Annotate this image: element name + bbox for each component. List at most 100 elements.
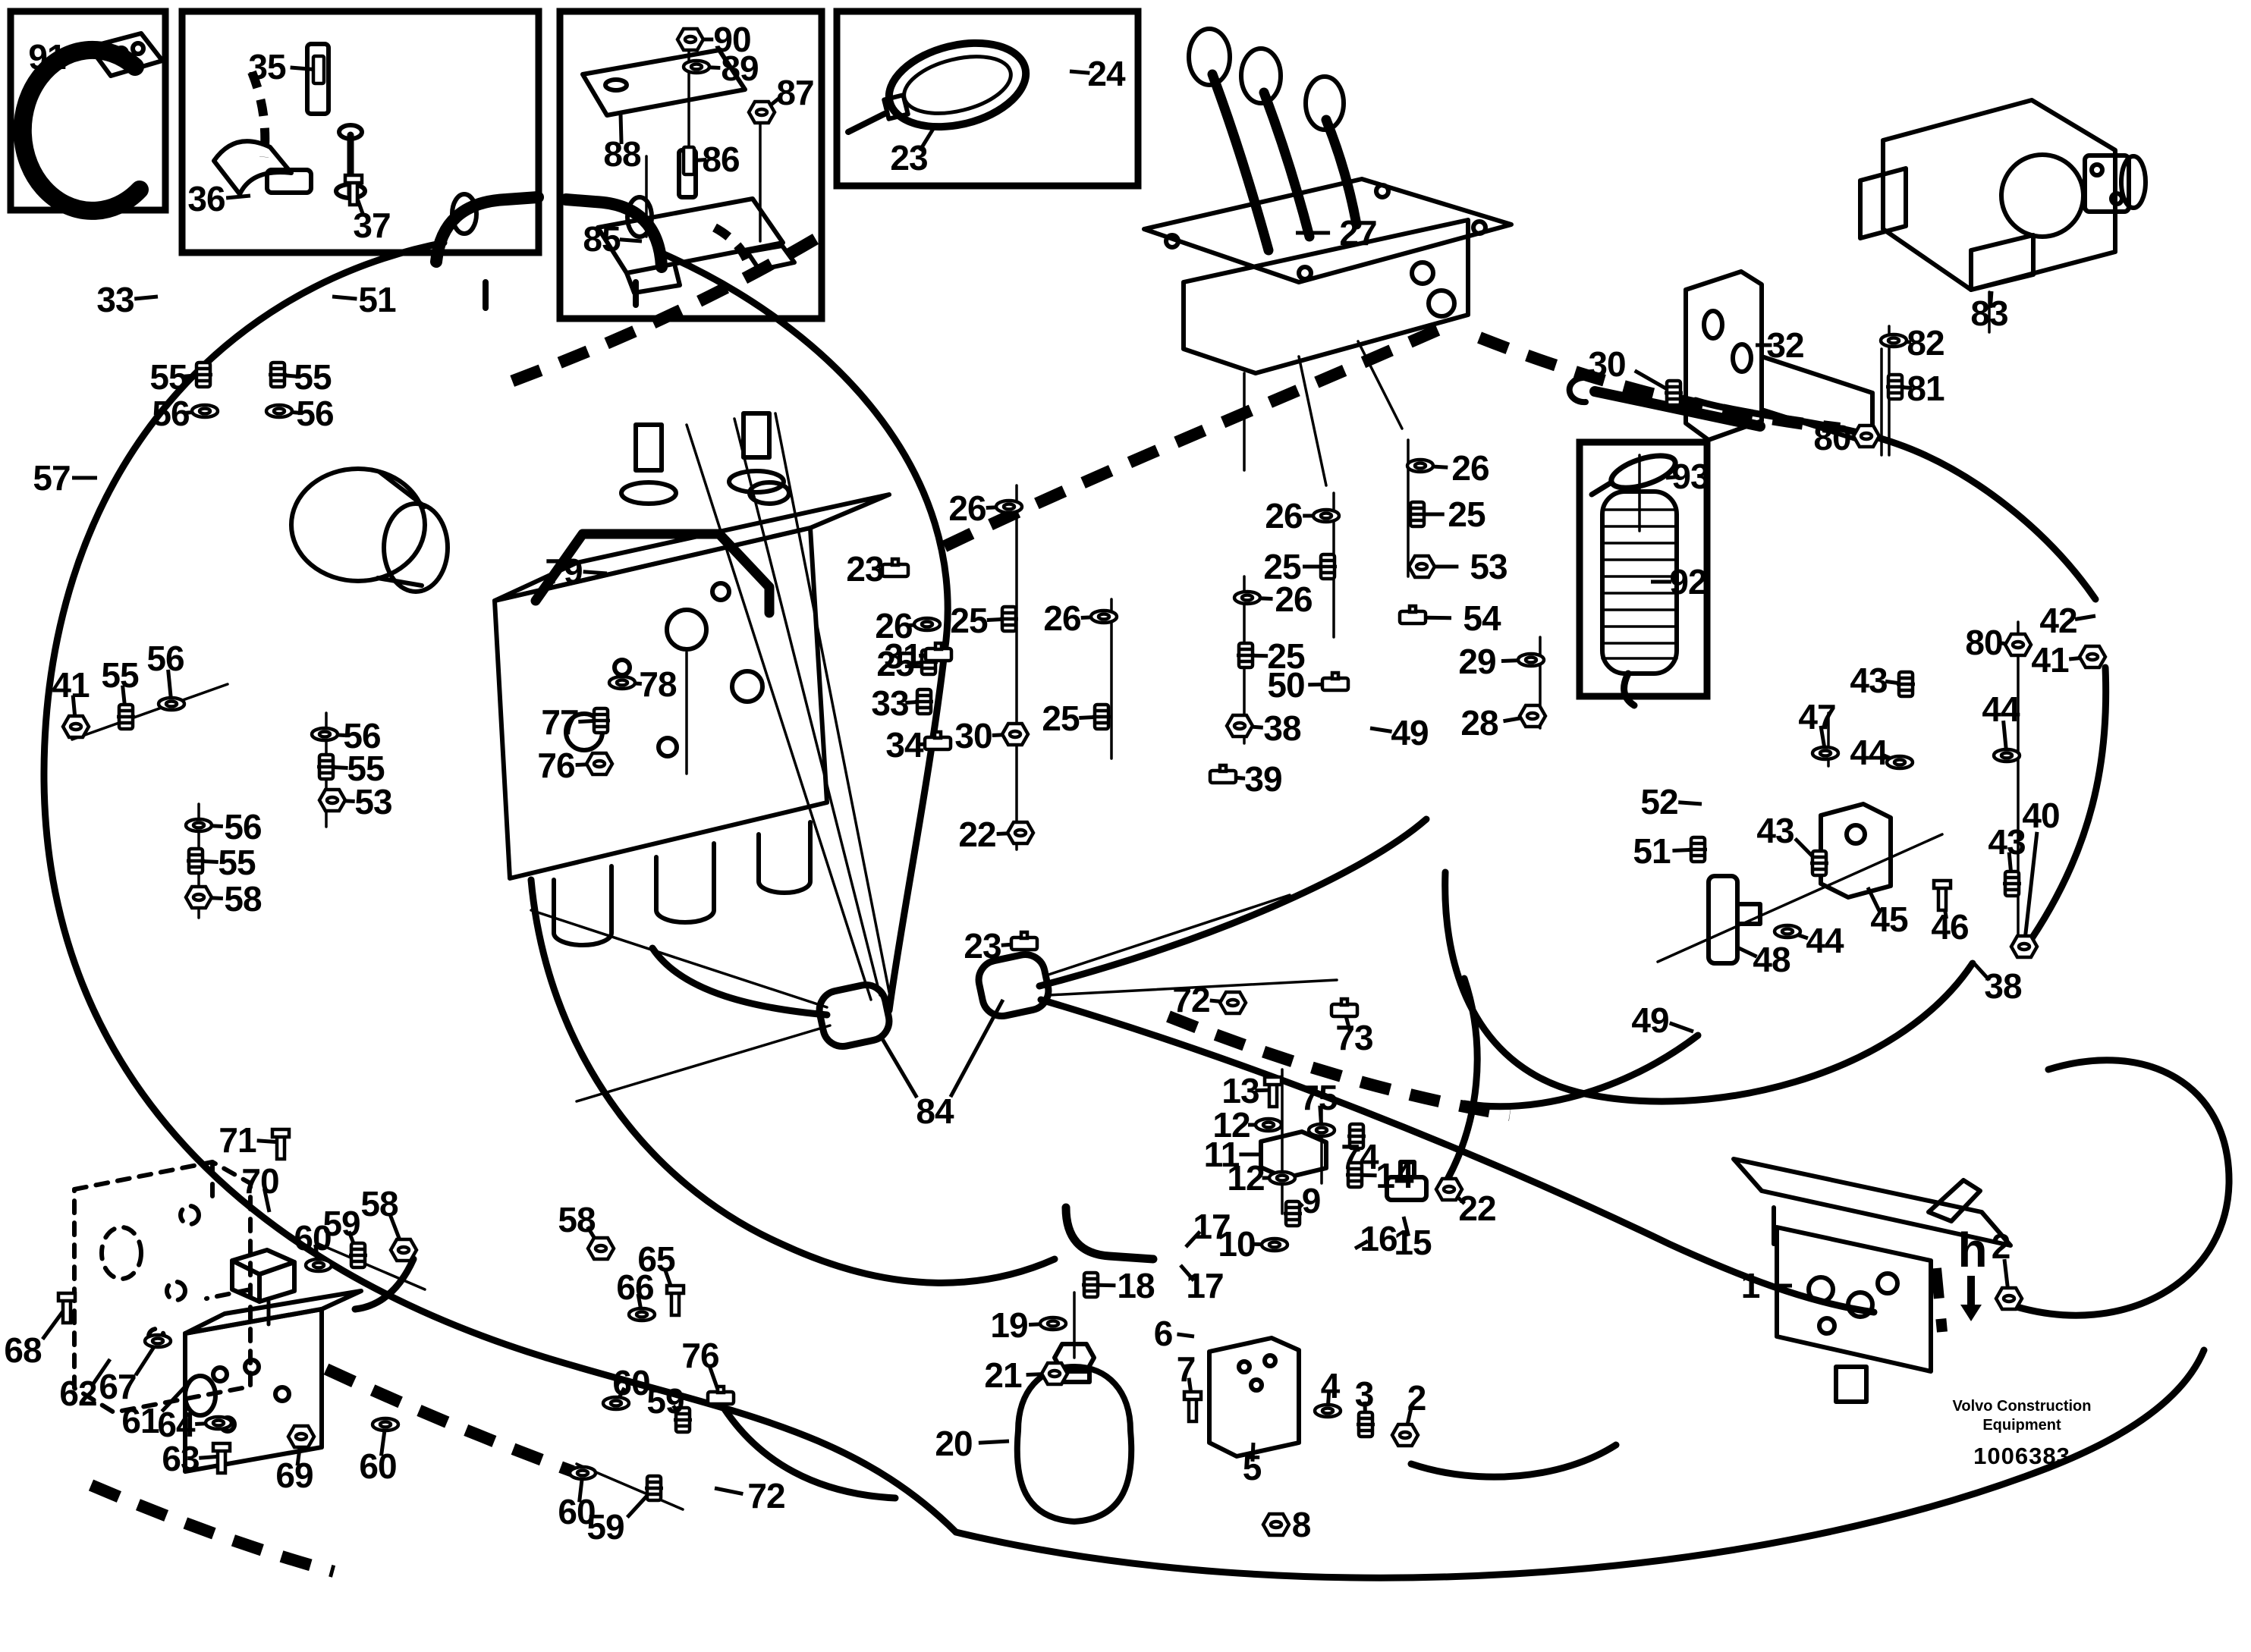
part-glyph-w: [1091, 611, 1117, 623]
part-glyph-w: [145, 1335, 171, 1347]
callout-13: 13: [1221, 1071, 1259, 1110]
leader-line: [714, 1486, 744, 1496]
callout-56: 56: [146, 639, 184, 678]
callout-32: 32: [1766, 325, 1803, 365]
brand-text-line1: Volvo Construction: [1952, 1398, 2092, 1415]
pipe-79-drawing: [530, 529, 775, 618]
callout-72: 72: [747, 1476, 784, 1515]
part-glyph-n: [319, 790, 345, 811]
callout-56: 56: [343, 716, 380, 755]
callout-55: 55: [149, 357, 187, 397]
callout-38: 38: [1263, 708, 1301, 748]
callout-7: 7: [1177, 1349, 1196, 1389]
line-art: [13, 27, 2233, 1581]
callout-60: 60: [612, 1363, 649, 1402]
leader-line: [225, 193, 251, 200]
callout-11: 11: [1204, 1135, 1240, 1174]
callout-15: 15: [1394, 1223, 1432, 1262]
callout-60: 60: [294, 1218, 331, 1258]
steel-pipes-drawing: [530, 412, 1338, 1103]
callout-93: 93: [1671, 457, 1709, 496]
callout-30: 30: [954, 716, 992, 755]
part-glyph-n: [1520, 705, 1545, 727]
leader-line: [1069, 69, 1090, 75]
callout-25: 25: [1263, 547, 1301, 586]
callout-91: 91: [28, 37, 66, 77]
callout-55: 55: [218, 843, 256, 882]
part-glyph-w: [159, 698, 184, 710]
callout-65: 65: [637, 1239, 675, 1279]
leader-line: [2022, 831, 2039, 947]
solenoid-valve-61-drawing: [183, 1248, 363, 1474]
bracket-35-37-drawing: [212, 42, 367, 200]
callout-42: 42: [2039, 601, 2077, 640]
callout-18: 18: [1117, 1266, 1155, 1305]
figure-number: 1006383: [1973, 1443, 2070, 1469]
part-glyph-n: [1227, 715, 1253, 736]
part-glyph-n: [1996, 1288, 2022, 1309]
callout-72: 72: [1172, 980, 1209, 1019]
leader-line: [918, 127, 935, 152]
elbow-fittings-33-51-drawing: [430, 191, 668, 311]
leader-line: [1179, 1264, 1196, 1282]
callout-85: 85: [583, 219, 621, 259]
part-glyph-f: [1897, 672, 1915, 696]
callout-86: 86: [702, 140, 739, 179]
callout-21: 21: [984, 1355, 1022, 1395]
leader-line: [1401, 1216, 1411, 1237]
callout-73: 73: [1335, 1018, 1372, 1057]
callout-68: 68: [4, 1330, 42, 1370]
callout-63: 63: [162, 1439, 199, 1478]
callout-17: 17: [1186, 1266, 1223, 1305]
part-glyph-n: [586, 753, 612, 774]
part-glyph-f: [915, 689, 933, 714]
part-glyph-w: [306, 1259, 332, 1271]
leader-line: [1665, 475, 1680, 480]
part-glyph-w: [1775, 925, 1800, 937]
part-glyph-w: [373, 1418, 398, 1431]
callout-16: 16: [1360, 1219, 1397, 1258]
callout-80: 80: [1965, 623, 2002, 662]
leader-line: [2074, 614, 2096, 621]
junction-blocks-drawing: [1207, 802, 1893, 1459]
part-glyph-f: [1689, 837, 1707, 862]
part-glyph-f: [592, 708, 610, 733]
part-glyph-n: [1008, 822, 1033, 843]
accumulator-20-drawing: [1014, 1291, 1135, 1525]
callout-3: 3: [1355, 1374, 1374, 1414]
callout-76: 76: [537, 746, 574, 785]
pedal-valve-1-drawing: [1731, 1157, 2013, 1404]
inset-box-coil-92-93: [1576, 438, 1711, 700]
part-glyph-f: [1082, 1273, 1100, 1297]
part-glyph-f: [1346, 1163, 1364, 1187]
part-glyph-w: [206, 1417, 231, 1429]
part-glyph-w: [266, 405, 292, 417]
callout-69: 69: [275, 1456, 313, 1495]
callout-59: 59: [646, 1381, 684, 1421]
callout-57: 57: [33, 458, 70, 498]
callout-60: 60: [359, 1446, 396, 1486]
callout-66: 66: [616, 1267, 653, 1307]
part-glyph-c: [1400, 606, 1426, 623]
part-glyph-w: [1269, 1172, 1295, 1184]
leader-line: [262, 1188, 272, 1213]
callout-27: 27: [1339, 213, 1376, 253]
callout-19: 19: [990, 1305, 1027, 1345]
callout-90: 90: [713, 20, 750, 59]
callout-4: 4: [1321, 1366, 1341, 1405]
callout-9: 9: [1302, 1181, 1321, 1220]
leader-line: [978, 1439, 1010, 1445]
callout-22: 22: [958, 815, 995, 854]
callout-20: 20: [935, 1424, 972, 1463]
callout-8: 8: [1292, 1505, 1311, 1544]
part-glyph-w: [914, 618, 940, 630]
brand-text-line2: Equipment: [1982, 1417, 2061, 1434]
part-glyph-f: [187, 849, 205, 873]
callout-60: 60: [558, 1492, 595, 1531]
part-glyph-f: [1237, 643, 1255, 667]
callout-92: 92: [1669, 562, 1706, 601]
callout-56: 56: [296, 394, 333, 433]
callout-44: 44: [1806, 921, 1844, 960]
part-glyph-n: [2080, 646, 2105, 667]
callout-41: 41: [2031, 640, 2069, 680]
